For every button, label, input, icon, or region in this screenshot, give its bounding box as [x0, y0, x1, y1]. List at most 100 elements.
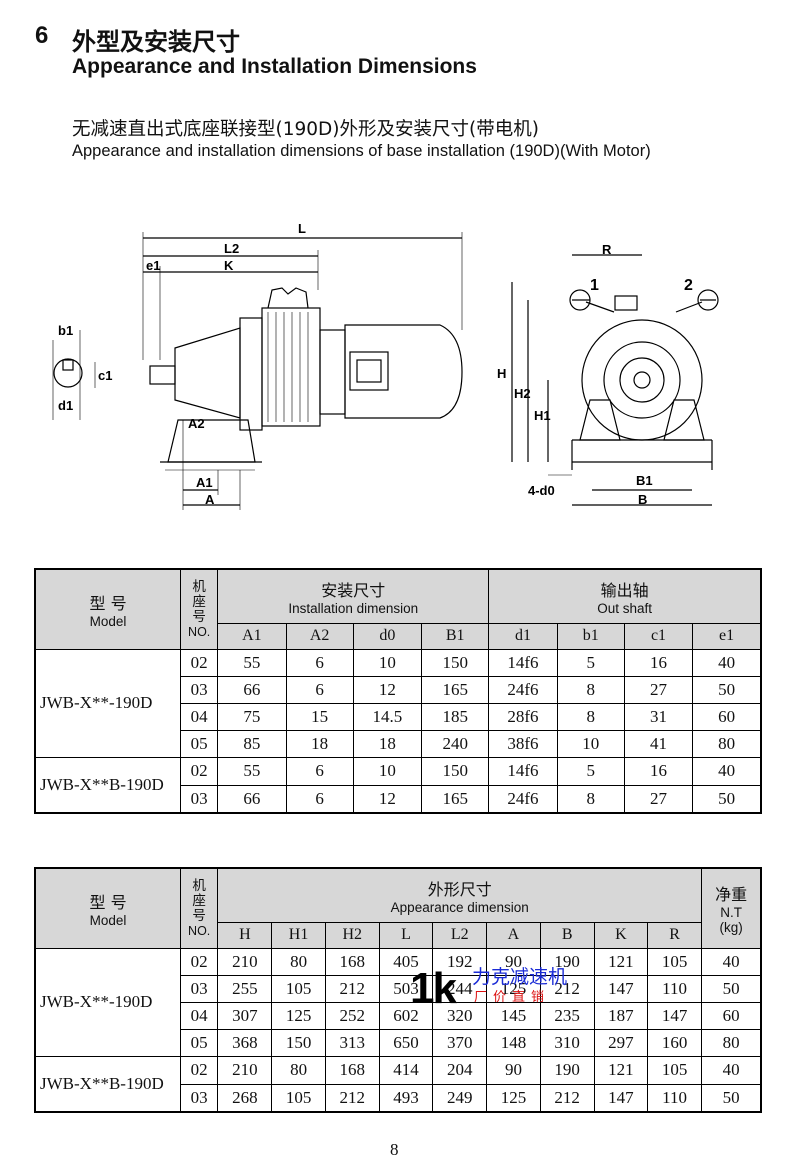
- value-cell: 60: [692, 702, 762, 731]
- column-header: H: [217, 921, 273, 949]
- value-cell: 121: [593, 1055, 648, 1085]
- value-cell: 650: [378, 1028, 434, 1057]
- value-cell: 6: [285, 784, 354, 814]
- column-header: L: [378, 921, 434, 949]
- model-header-cn: 型 号: [89, 892, 127, 912]
- frame-no: 02: [180, 1055, 219, 1085]
- appearance-group-header: 外形尺寸 Appearance dimension: [217, 867, 703, 923]
- value-cell: 10: [556, 729, 625, 758]
- value-cell: 80: [271, 947, 326, 976]
- value-cell: 121: [593, 947, 648, 976]
- appearance-table: 型 号 Model 机座号 NO. 外形尺寸 Appearance dimens…: [34, 867, 762, 1113]
- column-header: K: [593, 921, 648, 949]
- value-cell: 75: [217, 702, 287, 731]
- dim-label-B: B: [638, 492, 647, 507]
- column-header: H1: [271, 921, 326, 949]
- weight-cell: 50: [701, 1083, 762, 1113]
- out-shaft-group-header: 输出轴 Out shaft: [488, 568, 762, 624]
- weight-header-cn: 净重: [715, 885, 748, 905]
- weight-cell: 50: [701, 974, 762, 1003]
- installation-group-en: Installation dimension: [288, 600, 419, 616]
- value-cell: 370: [432, 1028, 488, 1057]
- appearance-group-en: Appearance dimension: [390, 899, 529, 915]
- value-cell: 5: [556, 756, 625, 786]
- value-cell: 368: [217, 1028, 273, 1057]
- value-cell: 313: [324, 1028, 380, 1057]
- installation-table: 型 号 Model 机座号 NO. 安装尺寸 Installation dime…: [34, 568, 762, 814]
- value-cell: 31: [623, 702, 694, 731]
- subsection-title-cn: 无减速直出式底座联接型(190D)外形及安装尺寸(带电机): [72, 119, 539, 140]
- column-header: B: [539, 921, 595, 949]
- installation-group-header: 安装尺寸 Installation dimension: [217, 568, 490, 624]
- value-cell: 307: [217, 1001, 273, 1030]
- page-number: 8: [390, 1140, 399, 1159]
- frame-no: 03: [180, 784, 219, 814]
- value-cell: 493: [378, 1083, 434, 1113]
- dim-label-L: L: [298, 221, 306, 236]
- frame-no: 03: [180, 675, 219, 704]
- dim-label-A: A: [205, 492, 215, 507]
- value-cell: 12: [352, 784, 423, 814]
- value-cell: 503: [378, 974, 434, 1003]
- value-cell: 252: [324, 1001, 380, 1030]
- value-cell: 165: [421, 784, 490, 814]
- column-header: A: [486, 921, 541, 949]
- value-cell: 185: [421, 702, 490, 731]
- value-cell: 212: [539, 1083, 595, 1113]
- value-cell: 18: [352, 729, 423, 758]
- weight-header: 净重 N.T (kg): [701, 867, 762, 949]
- value-cell: 6: [285, 675, 354, 704]
- model-header-en: Model: [89, 912, 127, 928]
- appearance-group-cn: 外形尺寸: [427, 879, 492, 899]
- dim-label-A2: A2: [188, 416, 205, 431]
- value-cell: 255: [217, 974, 273, 1003]
- column-header: R: [646, 921, 703, 949]
- column-header: c1: [623, 622, 694, 650]
- value-cell: 212: [324, 1083, 380, 1113]
- model-header-en: Model: [89, 613, 127, 629]
- value-cell: 80: [271, 1055, 326, 1085]
- value-cell: 28f6: [488, 702, 558, 731]
- value-cell: 12: [352, 675, 423, 704]
- value-cell: 15: [285, 702, 354, 731]
- value-cell: 192: [432, 947, 488, 976]
- weight-header-en: N.T: [720, 905, 742, 921]
- value-cell: 18: [285, 729, 354, 758]
- value-cell: 405: [378, 947, 434, 976]
- value-cell: 212: [539, 974, 595, 1003]
- model-header: 型 号 Model: [34, 568, 182, 650]
- value-cell: 8: [556, 784, 625, 814]
- value-cell: 212: [324, 974, 380, 1003]
- column-header: A2: [285, 622, 354, 650]
- value-cell: 5: [556, 648, 625, 677]
- value-cell: 249: [432, 1083, 488, 1113]
- frame-no: 04: [180, 1001, 219, 1030]
- value-cell: 6: [285, 648, 354, 677]
- value-cell: 55: [217, 648, 287, 677]
- value-cell: 165: [421, 675, 490, 704]
- column-header: B1: [421, 622, 490, 650]
- value-cell: 16: [623, 756, 694, 786]
- value-cell: 147: [593, 1083, 648, 1113]
- dim-label-d0: 4-d0: [528, 483, 555, 498]
- column-header: b1: [556, 622, 625, 650]
- model-name: JWB-X**B-190D: [34, 1055, 182, 1113]
- subsection-title-en: Appearance and installation dimensions o…: [72, 142, 651, 160]
- value-cell: 8: [556, 702, 625, 731]
- dim-label-e1: e1: [146, 258, 160, 273]
- value-cell: 147: [593, 974, 648, 1003]
- label-position-1: 1: [590, 277, 599, 294]
- model-header: 型 号 Model: [34, 867, 182, 949]
- weight-cell: 40: [701, 947, 762, 976]
- value-cell: 14.5: [352, 702, 423, 731]
- section-number: 6: [35, 22, 49, 49]
- value-cell: 310: [539, 1028, 595, 1057]
- installation-group-cn: 安装尺寸: [321, 580, 386, 600]
- frame-no: 03: [180, 974, 219, 1003]
- value-cell: 40: [692, 756, 762, 786]
- value-cell: 160: [646, 1028, 703, 1057]
- dim-label-H: H: [497, 366, 506, 381]
- value-cell: 50: [692, 675, 762, 704]
- value-cell: 105: [271, 974, 326, 1003]
- value-cell: 147: [646, 1001, 703, 1030]
